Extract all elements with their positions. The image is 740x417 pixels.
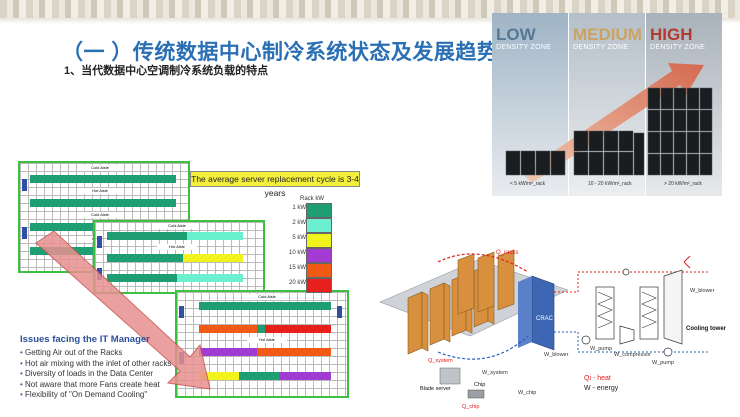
issue-item: Not aware that more Fans create heat bbox=[20, 380, 171, 391]
zone-footnote: > 20 kW/m²_rack bbox=[664, 181, 702, 187]
density-zone-image: LOW DENSITY ZONE MEDIUM DENSITY ZONE HIG… bbox=[492, 13, 722, 196]
compressor-icon bbox=[619, 325, 635, 345]
cooling-tower-icon bbox=[663, 269, 683, 345]
w-system-label: W_system bbox=[482, 370, 508, 376]
legend-item: 2 kW bbox=[282, 217, 342, 233]
valve-icon bbox=[622, 268, 630, 276]
zone-label: MEDIUM bbox=[573, 25, 642, 44]
w-blower-label: W_blower bbox=[690, 288, 715, 294]
legend-label: 2 kW bbox=[292, 220, 306, 226]
zone-label: HIGH bbox=[650, 25, 693, 44]
rack-row bbox=[265, 325, 331, 333]
blade-server-label: Blade server bbox=[420, 386, 451, 392]
chip-label: Chip bbox=[474, 382, 485, 388]
cooling-system-diagram: CRAC Q_racks Q_system W_system Blade ser… bbox=[379, 249, 727, 410]
rack-row bbox=[257, 348, 331, 356]
crac-unit bbox=[22, 227, 27, 239]
hot-aisle-label: Hot Aisle bbox=[247, 337, 287, 343]
legend-label: 10 kW bbox=[288, 250, 306, 256]
chip-icon bbox=[467, 389, 485, 399]
rack-row bbox=[199, 348, 257, 356]
zone-footnote: < 5 kW/m²_rack bbox=[510, 181, 546, 187]
zone-label: LOW bbox=[496, 25, 536, 44]
crac-unit bbox=[97, 236, 102, 248]
legend-label: 20 kW bbox=[288, 280, 306, 286]
crac-unit bbox=[179, 306, 184, 318]
zone-sublabel: DENSITY ZONE bbox=[573, 44, 629, 51]
rack-row bbox=[199, 302, 331, 310]
crac-unit bbox=[22, 179, 27, 191]
legend-swatch bbox=[306, 203, 332, 218]
issue-item: Getting Air out of the Racks bbox=[20, 348, 171, 359]
legend-heat: Qi - heat bbox=[584, 375, 611, 382]
w-compressor-label: W_compressor bbox=[614, 352, 651, 358]
rack-row bbox=[177, 274, 243, 282]
legend-item: 15 kW bbox=[282, 262, 342, 278]
issues-title: Issues facing the IT Manager bbox=[20, 334, 150, 345]
density-zone-svg bbox=[492, 13, 722, 196]
rack-row bbox=[107, 254, 183, 262]
legend-item: 10 kW bbox=[282, 247, 342, 263]
legend-label: 15 kW bbox=[288, 265, 306, 271]
legend-item: 1 kW bbox=[282, 202, 342, 218]
rack-row bbox=[30, 175, 176, 183]
page-title: （一 ）传统数据中心制冷系统状态及发展趋势 bbox=[62, 41, 499, 64]
cooling-tower-label: Cooling tower bbox=[686, 326, 727, 332]
legend-energy: W - energy bbox=[584, 385, 619, 392]
w-blower-label: W_blower bbox=[544, 352, 569, 358]
legend-label: 5 kW bbox=[292, 235, 306, 241]
page-subtitle: 1、当代数据中心空调制冷系统负载的特点 bbox=[64, 65, 269, 77]
legend-swatch bbox=[306, 218, 332, 233]
crac-label: CRAC bbox=[536, 316, 554, 322]
server-replacement-banner: The average server replacement cycle is … bbox=[190, 171, 360, 198]
q-system-label: Q_system bbox=[428, 358, 453, 364]
rack-row bbox=[107, 274, 177, 282]
zone-sublabel: DENSITY ZONE bbox=[496, 44, 552, 51]
legend-swatch bbox=[306, 248, 332, 263]
legend-item: 5 kW bbox=[282, 232, 342, 248]
rack-row bbox=[199, 325, 257, 333]
cold-aisle-label: Cold Aisle bbox=[247, 294, 287, 300]
hot-aisle-label: Hot Aisle bbox=[80, 188, 120, 194]
low-density-zone: LOW DENSITY ZONE bbox=[492, 13, 568, 196]
rack-row bbox=[239, 372, 279, 380]
w-pump-label: W_pump bbox=[590, 346, 612, 352]
cold-aisle-label: Cold Aisle bbox=[157, 223, 197, 229]
rack-row bbox=[279, 372, 331, 380]
rack-row bbox=[107, 232, 187, 240]
issues-list: Getting Air out of the Racks Hot air mix… bbox=[20, 348, 171, 401]
legend-swatch bbox=[306, 278, 332, 293]
pump-icon bbox=[581, 335, 591, 345]
crac-unit bbox=[337, 306, 342, 318]
q-chip-label: Q_chip bbox=[462, 404, 479, 410]
rack-kw-legend: Rack kW 1 kW 2 kW 5 kW 10 kW 15 kW 20 kW bbox=[282, 196, 342, 293]
high-density-zone: HIGH DENSITY ZONE bbox=[646, 13, 722, 196]
hot-aisle-label: Hot Aisle bbox=[157, 244, 197, 250]
legend-swatch bbox=[306, 233, 332, 248]
medium-density-zone: MEDIUM DENSITY ZONE bbox=[569, 13, 645, 196]
issue-item: Hot air mixing with the inlet of other r… bbox=[20, 359, 171, 370]
cold-aisle-label: Cold Aisle bbox=[80, 212, 120, 218]
zone-sublabel: DENSITY ZONE bbox=[650, 44, 706, 51]
issue-item: Diversity of loads in the Data Center bbox=[20, 369, 171, 380]
legend-swatch bbox=[306, 263, 332, 278]
legend-item: 20 kW bbox=[282, 277, 342, 293]
w-pump-label: W_pump bbox=[652, 360, 674, 366]
cold-aisle-label: Cold Aisle bbox=[80, 165, 120, 171]
legend-label: 1 kW bbox=[292, 205, 306, 211]
pump-icon bbox=[663, 347, 673, 357]
blade-server-icon bbox=[439, 367, 461, 385]
issue-item: Flexibility of "On Demand Cooling" bbox=[20, 390, 171, 401]
rack-row bbox=[199, 372, 239, 380]
w-chip-label: W_chip bbox=[518, 390, 536, 396]
rack-row bbox=[257, 325, 265, 333]
legend-title: Rack kW bbox=[300, 196, 324, 202]
datacenter-layout-2: Cold Aisle Hot Aisle bbox=[93, 220, 265, 294]
rack-row bbox=[187, 232, 243, 240]
zone-footnote: 10 - 20 kW/m²_rack bbox=[588, 181, 632, 187]
q-racks-label: Q_racks bbox=[496, 250, 518, 256]
rack-row bbox=[183, 254, 243, 262]
rack-row bbox=[30, 199, 176, 207]
